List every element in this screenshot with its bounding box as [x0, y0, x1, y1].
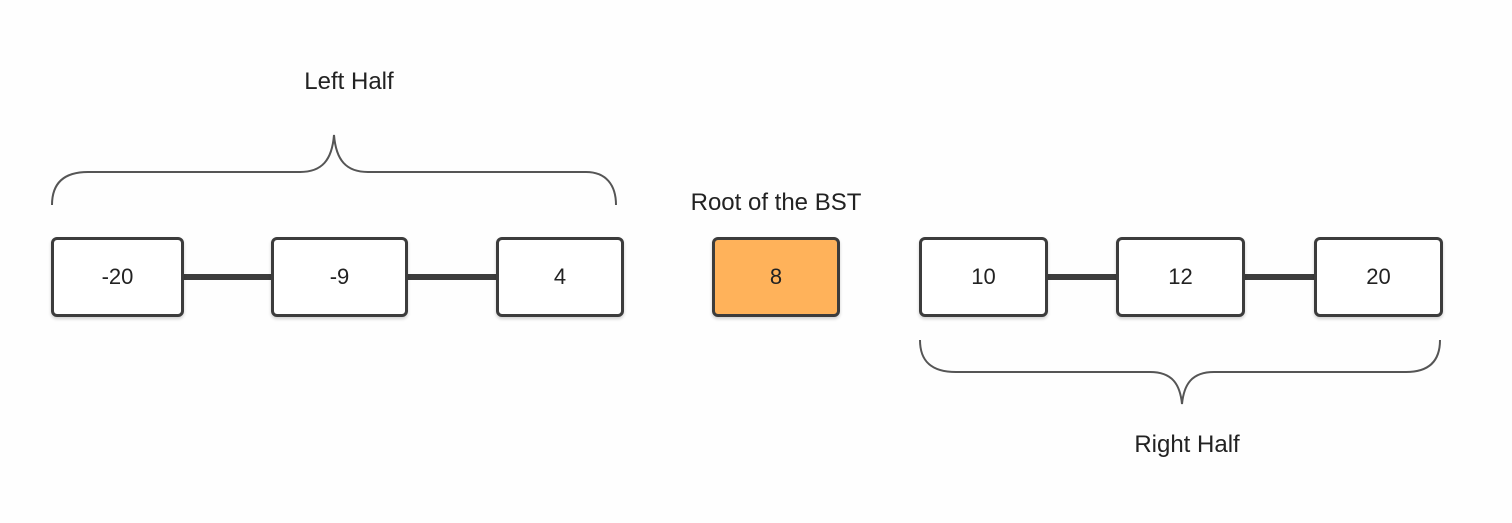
- right-half-label: Right Half: [1134, 431, 1240, 458]
- array-node-left-1: -20: [51, 237, 184, 317]
- root-label: Root of the BST: [690, 189, 862, 216]
- array-node-right-3: 20: [1314, 237, 1443, 317]
- link-right-2: [1243, 274, 1316, 280]
- left-half-label: Left Half: [304, 68, 394, 95]
- right-half-brace: [919, 339, 1441, 405]
- link-left-1: [183, 274, 273, 280]
- array-node-left-3: 4: [496, 237, 624, 317]
- array-node-right-1: 10: [919, 237, 1048, 317]
- array-node-left-2: -9: [271, 237, 408, 317]
- root-node: 8: [712, 237, 840, 317]
- link-left-2: [406, 274, 498, 280]
- array-node-right-2: 12: [1116, 237, 1245, 317]
- link-right-1: [1046, 274, 1118, 280]
- left-half-brace: [51, 134, 617, 206]
